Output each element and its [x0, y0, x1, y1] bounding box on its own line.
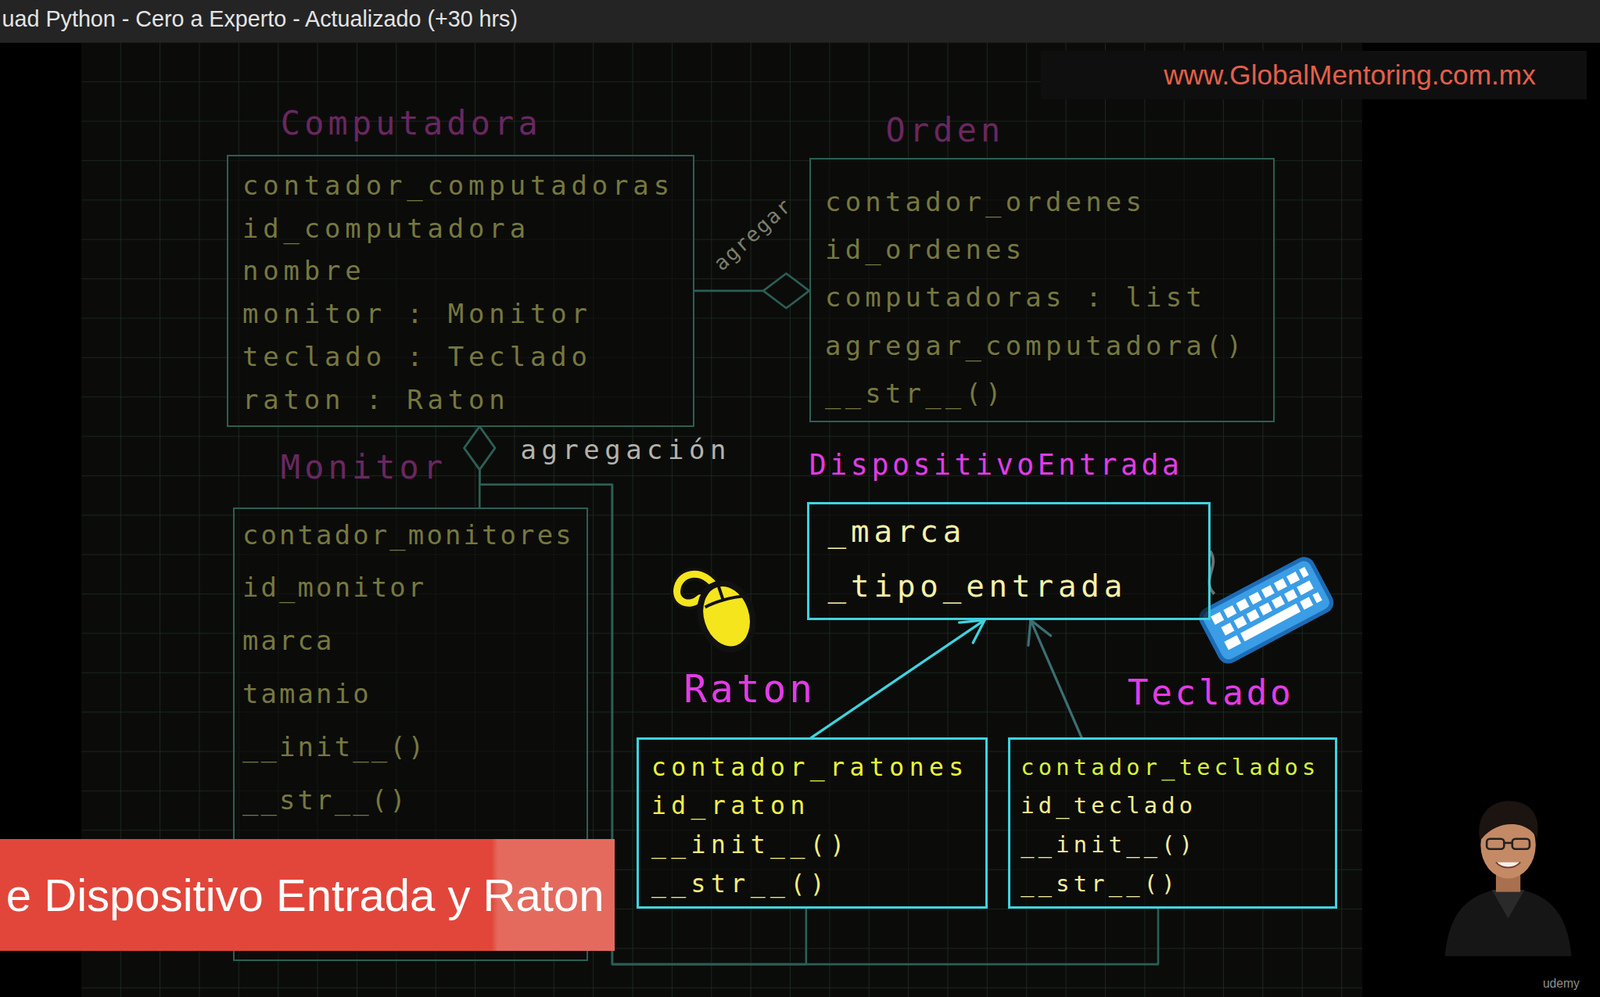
- class-member: contador_computadoras: [242, 165, 675, 209]
- class-member: contador_monitores: [242, 509, 574, 563]
- class-member: raton : Raton: [242, 379, 510, 423]
- class-box: Computadoracontador_computadorasid_compu…: [226, 154, 696, 427]
- class-box: Tecladocontador_tecladosid_teclado__init…: [1008, 737, 1337, 909]
- class-member: marca: [242, 614, 335, 668]
- class-member: __str__(): [242, 774, 409, 828]
- connector-label: agregación: [520, 434, 731, 467]
- lesson-banner: e Dispositivo Entrada y Raton: [0, 839, 615, 952]
- class-member: contador_ratones: [651, 748, 969, 788]
- class-box: Ratoncontador_ratonesid_raton__init__()_…: [636, 737, 988, 909]
- class-box: DispositivoEntrada_marca_tipo_entrada: [807, 502, 1210, 621]
- inheritance-connector: [810, 620, 985, 738]
- class-member: id_monitor: [242, 561, 427, 615]
- class-member: __init__(): [651, 825, 851, 865]
- class-name: DispositivoEntrada: [809, 448, 1184, 483]
- class-member: teclado : Teclado: [242, 336, 592, 380]
- class-member: _tipo_entrada: [828, 559, 1128, 614]
- aggregation-connector: [694, 273, 810, 309]
- class-member: contador_teclados: [1020, 748, 1320, 788]
- inheritance-arrowhead: [959, 620, 986, 643]
- class-member: contador_ordenes: [825, 178, 1146, 227]
- aggregation-diamond: [763, 273, 810, 309]
- mouse-icon: [677, 573, 762, 657]
- class-member: __str__(): [651, 864, 830, 905]
- class-member: computadoras : list: [825, 273, 1206, 322]
- class-name: Computadora: [280, 104, 542, 144]
- aggregation-diamond: [464, 426, 496, 470]
- class-member: id_raton: [651, 786, 811, 826]
- class-member: __str__(): [825, 369, 1006, 418]
- watermark: www.GlobalMentoring.com.mx: [1040, 50, 1587, 99]
- connector-line: [1030, 620, 1082, 738]
- aggregation-connector: [464, 426, 496, 508]
- class-member: id_teclado: [1020, 786, 1197, 826]
- class-member: tamanio: [242, 667, 372, 722]
- class-member: nombre: [242, 250, 366, 294]
- class-member: __str__(): [1020, 864, 1179, 905]
- class-member: __init__(): [242, 721, 427, 775]
- class-member: monitor : Monitor: [242, 293, 592, 337]
- class-member: id_ordenes: [825, 226, 1026, 274]
- title-bar: [0, 0, 1600, 44]
- class-member: id_computadora: [242, 208, 531, 252]
- class-member: _marca: [828, 504, 967, 560]
- class-name: Monitor: [280, 448, 448, 488]
- connector-label: agregar: [709, 193, 798, 277]
- class-box: Ordencontador_ordenesid_ordenescomputado…: [809, 157, 1275, 423]
- inheritance-arrowhead: [1028, 620, 1052, 646]
- connector-line: [694, 290, 764, 293]
- inheritance-connector: [1028, 620, 1082, 738]
- class-name: Orden: [886, 111, 1005, 151]
- class-member: __init__(): [1020, 825, 1197, 865]
- platform-logo: udemy: [1542, 976, 1580, 992]
- aggregation-diamond: [464, 426, 496, 470]
- instructor-photo: [1445, 800, 1572, 956]
- keyboard-icon: [1198, 551, 1335, 665]
- class-member: agregar_computadora(): [825, 322, 1246, 370]
- aggregation-diamond: [464, 426, 496, 470]
- connector-line: [810, 620, 985, 738]
- class-name: Raton: [683, 666, 816, 713]
- class-name: Teclado: [1127, 671, 1295, 714]
- window-title: uad Python - Cero a Experto - Actualizad…: [2, 5, 518, 33]
